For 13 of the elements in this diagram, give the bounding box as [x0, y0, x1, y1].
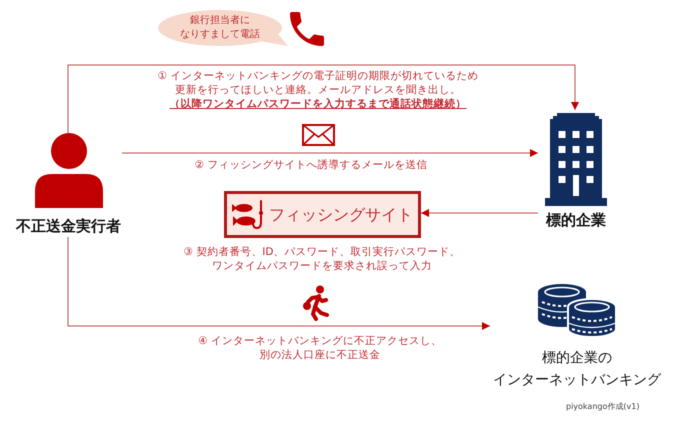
arrow [122, 149, 538, 157]
node-label: 不正送金実行者 [15, 217, 122, 235]
site-title: フィッシングサイト [269, 204, 413, 224]
arrow [420, 209, 538, 217]
arrow [68, 64, 579, 134]
edge-label: ① インターネットバンキングの電子証明の期限が切れているため更新を行ってほしいと連絡。メールアドレスを聞き出し。（以降ワンタイムパスワードを入力するまで通話状態継続） [158, 69, 478, 111]
site-box [224, 191, 421, 238]
credit-note: piyokango作成(v1) [566, 402, 640, 412]
node-label: 標的企業のインターネットバンキング [492, 349, 662, 390]
arrow [68, 236, 490, 330]
node-label: 標的企業 [544, 211, 607, 229]
edge-label: ② フィッシングサイトへ誘導するメールを送信 [194, 158, 428, 172]
speech-bubble: 銀行担当者になりすまして電話 [156, 8, 290, 48]
